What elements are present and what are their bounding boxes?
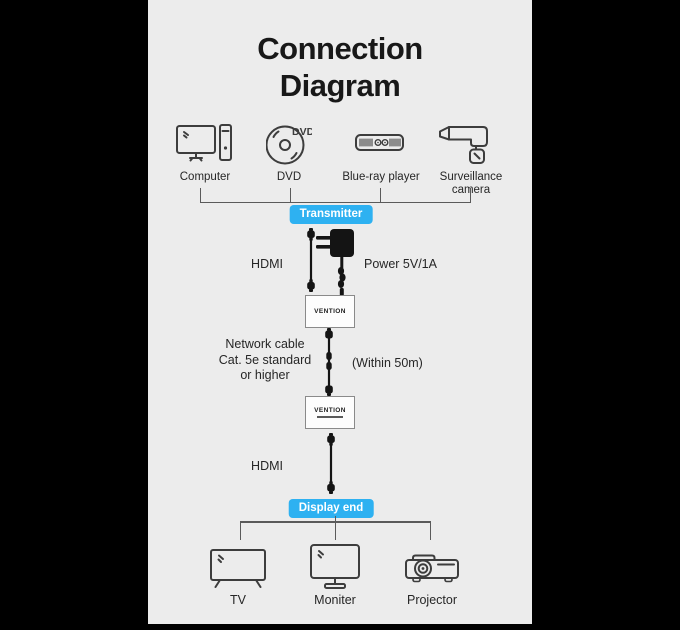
computer-icon [176, 124, 232, 162]
title-line-2: Diagram [279, 68, 401, 103]
connector-stub-monitor [334, 521, 336, 540]
source-label-bluray: Blue-ray player [342, 171, 420, 183]
network-note-line3: or higher [240, 368, 290, 382]
transmitter-box: VENTION [305, 295, 355, 328]
surveillance-label-line2: camera [431, 184, 511, 197]
display-end-badge: Display end [288, 499, 374, 518]
source-label-dvd: DVD [276, 171, 302, 183]
source-label-surveillance: Surveillance camera [431, 171, 511, 196]
hdmi-top-label: HDMI [251, 257, 283, 271]
connector-stub-dvd [289, 188, 291, 203]
projector-icon [404, 552, 460, 586]
transmitter-badge: Transmitter [289, 205, 373, 224]
hdmi-cable-icon-bottom [324, 433, 338, 494]
connector-stub-badge [334, 516, 336, 522]
power-label: Power 5V/1A [364, 257, 437, 271]
bluray-player-icon [355, 134, 405, 152]
distance-label: (Within 50m) [352, 356, 423, 370]
connector-stub-projector [429, 521, 431, 540]
power-adapter-icon [316, 227, 360, 297]
network-note-line1: Network cable [225, 337, 305, 351]
network-note-line2: Cat. 5e standard [218, 352, 312, 367]
display-label-tv: TV [230, 593, 246, 607]
hdmi-bottom-label: HDMI [251, 459, 283, 473]
source-label-computer: Computer [179, 171, 231, 183]
surveillance-camera-icon [438, 123, 490, 165]
transmitter-box-logo: VENTION [314, 308, 346, 315]
network-cable-icon [322, 328, 336, 396]
surveillance-label-line1: Surveillance [439, 171, 503, 183]
title-line-1: Connection [257, 31, 423, 66]
page-title: Connection Diagram [148, 30, 532, 104]
monitor-icon [310, 544, 360, 592]
dvd-disc-text: DVD [292, 126, 312, 138]
connector-bus-top [199, 201, 471, 203]
receiver-box: VENTION [305, 396, 355, 429]
tv-icon [210, 549, 266, 589]
network-cable-note: Network cable Cat. 5e standard or higher [200, 337, 330, 384]
connector-stub-camera [469, 188, 471, 203]
receiver-box-logo: VENTION [314, 407, 346, 414]
connector-stub-tv [239, 521, 241, 540]
dvd-disc-icon: DVD [266, 122, 312, 166]
connector-stub-computer [199, 188, 201, 203]
connector-stub-bluray [379, 188, 381, 203]
display-label-projector: Projector [406, 593, 458, 607]
display-label-monitor: Moniter [314, 593, 356, 607]
receiver-box-subline [317, 416, 343, 418]
hdmi-cable-icon-top [304, 228, 318, 292]
